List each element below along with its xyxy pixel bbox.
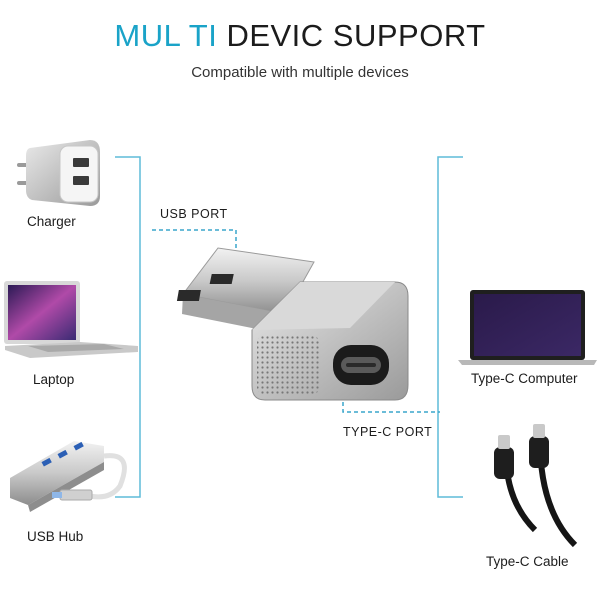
laptop-icon: [4, 281, 138, 358]
wall-charger-icon: [17, 140, 100, 206]
type-c-port-label: TYPE-C PORT: [343, 425, 433, 439]
laptop-dark-icon: [458, 290, 597, 365]
adapter-icon: [176, 247, 409, 401]
device-label-laptop: Laptop: [33, 372, 75, 387]
device-label-usb-hub: USB Hub: [27, 529, 84, 544]
title-part-1: MUL TI: [114, 18, 218, 53]
left-bracket: [115, 156, 141, 498]
usb-port-pointer: [152, 229, 237, 282]
title-part-2: DEVIC SUPPORT: [226, 18, 486, 53]
device-label-type-c-computer: Type-C Computer: [471, 371, 578, 386]
page-title: MUL TI DEVIC SUPPORT: [0, 18, 600, 54]
page-subtitle: Compatible with multiple devices: [191, 64, 409, 81]
usb-c-cable-icon: [494, 424, 578, 548]
device-label-type-c-cable: Type-C Cable: [486, 554, 569, 569]
usb-port-label: USB PORT: [160, 207, 228, 221]
right-bracket: [437, 156, 463, 498]
usb-hub-icon: [10, 441, 127, 512]
device-label-charger: Charger: [27, 214, 76, 229]
